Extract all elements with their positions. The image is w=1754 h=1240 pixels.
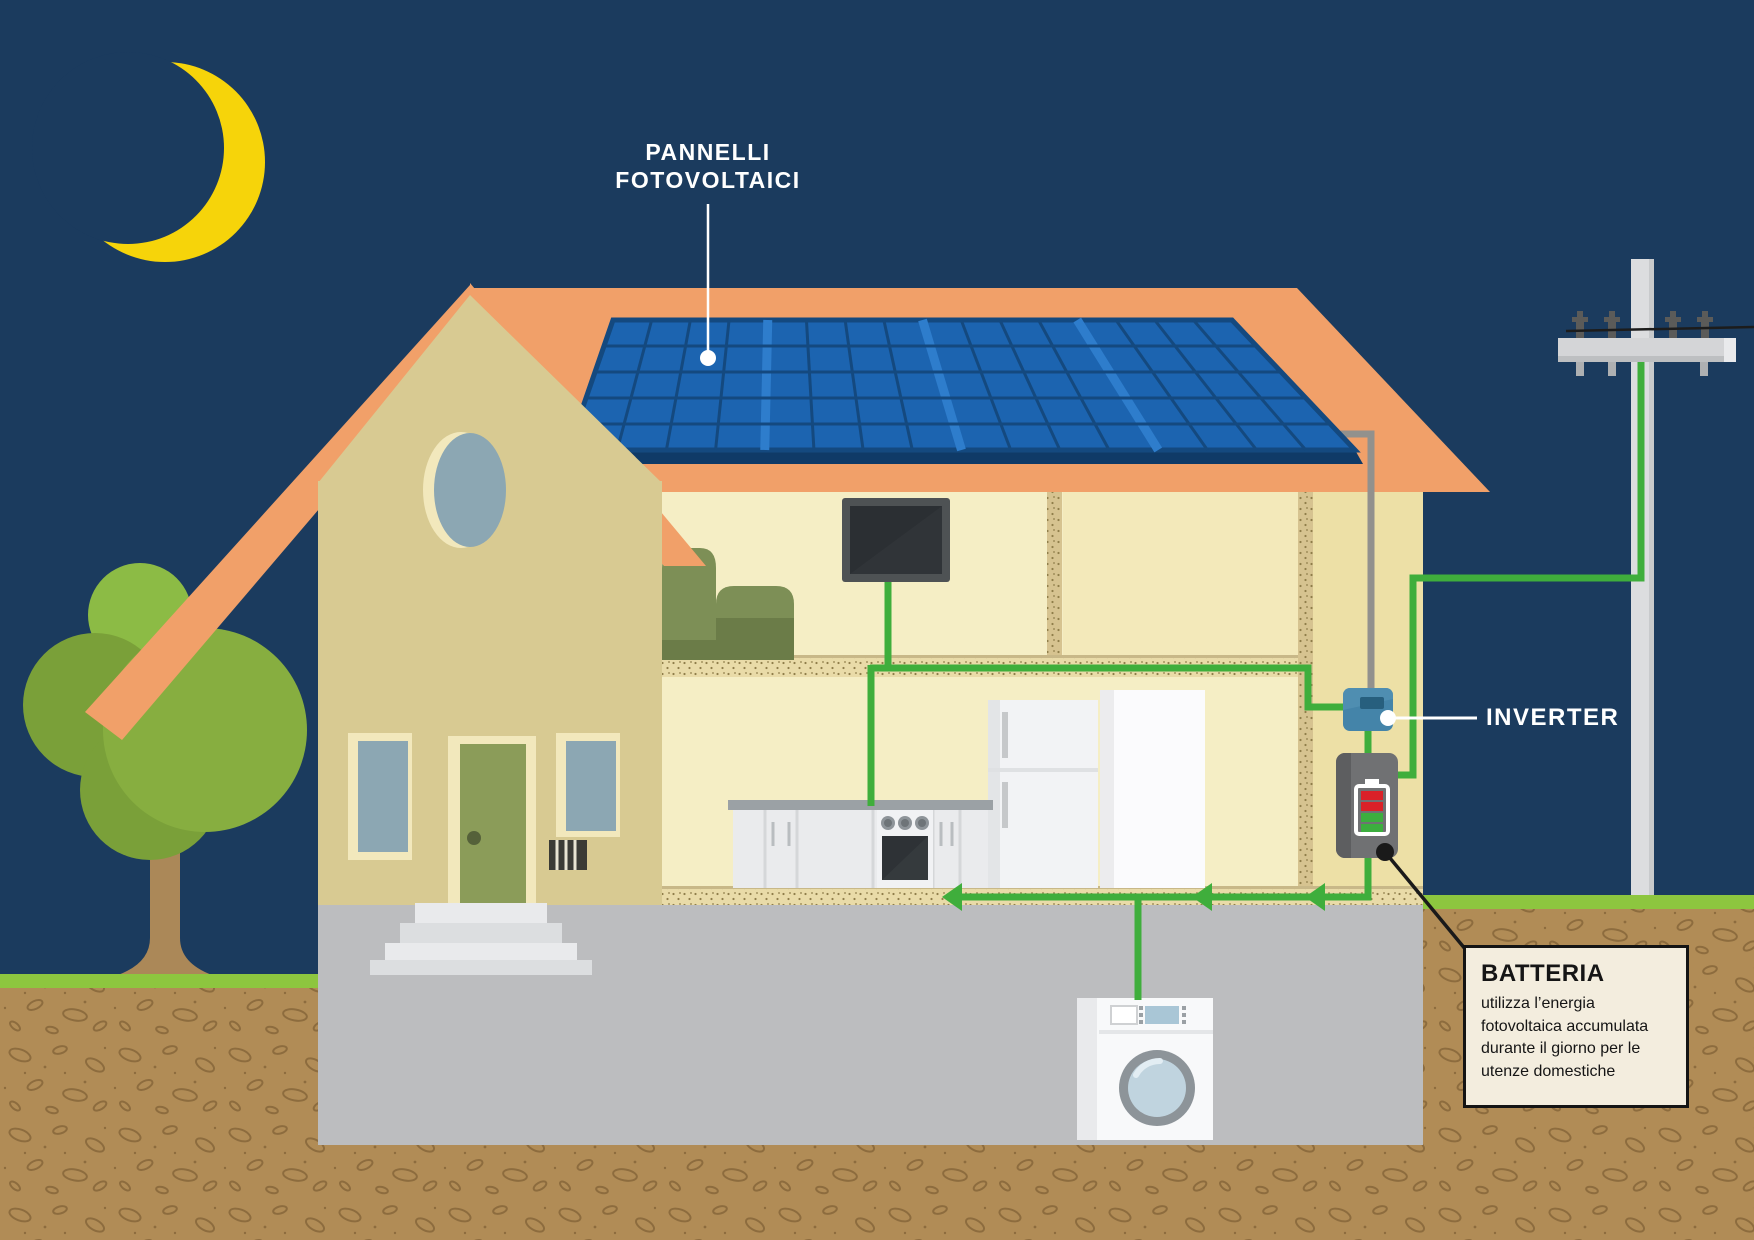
battery-infobox: BATTERIA utilizza l’energia fotovoltaica… (1463, 945, 1689, 1108)
battery-infobox-line: durante il giorno per le (1481, 1040, 1641, 1057)
kitchen-counter (728, 800, 993, 888)
grass-right (1423, 895, 1754, 911)
panels-callout (700, 204, 716, 366)
solar-panel-array (564, 317, 1363, 464)
interior-door (1100, 690, 1205, 888)
battery-callout (1376, 843, 1468, 952)
tv (842, 498, 950, 582)
panels-label: PANNELLI FOTOVOLTAICI (558, 138, 858, 194)
door-knob (467, 831, 481, 845)
oven (877, 810, 933, 888)
energy-flow-arrows (942, 883, 1325, 911)
dc-wire (1335, 430, 1375, 691)
fridge (988, 700, 1098, 888)
battery-unit (1336, 753, 1398, 858)
front-door (448, 736, 536, 905)
grass-left (0, 974, 318, 990)
battery-infobox-title: BATTERIA (1481, 960, 1605, 987)
panels-label-line1: PANNELLI (645, 139, 771, 165)
energy-wires (867, 362, 1645, 1000)
front-window-left (348, 733, 412, 860)
battery-icon (1354, 779, 1390, 836)
inverter-label: INVERTER (1486, 704, 1620, 731)
inverter-callout-dot (1380, 710, 1396, 726)
utility-pole (1558, 259, 1754, 959)
battery-callout-dot (1376, 843, 1394, 861)
battery-infobox-line: fotovoltaica accumulata (1481, 1017, 1649, 1035)
front-steps (370, 903, 592, 975)
panels-callout-dot (700, 350, 716, 366)
front-window-right (556, 733, 620, 837)
grid-wire (1398, 362, 1645, 779)
power-line (1565, 325, 1754, 333)
cellar-grate-icon (549, 840, 587, 870)
inverter-callout (1380, 710, 1477, 726)
panels-label-line2: FOTOVOLTAICI (615, 167, 801, 193)
battery-infobox-line: utenze domestiche (1481, 1062, 1616, 1080)
moon-icon (32, 52, 265, 262)
couch (662, 548, 794, 660)
oval-window (423, 432, 506, 548)
battery-infobox-line: utilizza l’energia (1481, 995, 1595, 1012)
washing-machine (1077, 998, 1213, 1140)
